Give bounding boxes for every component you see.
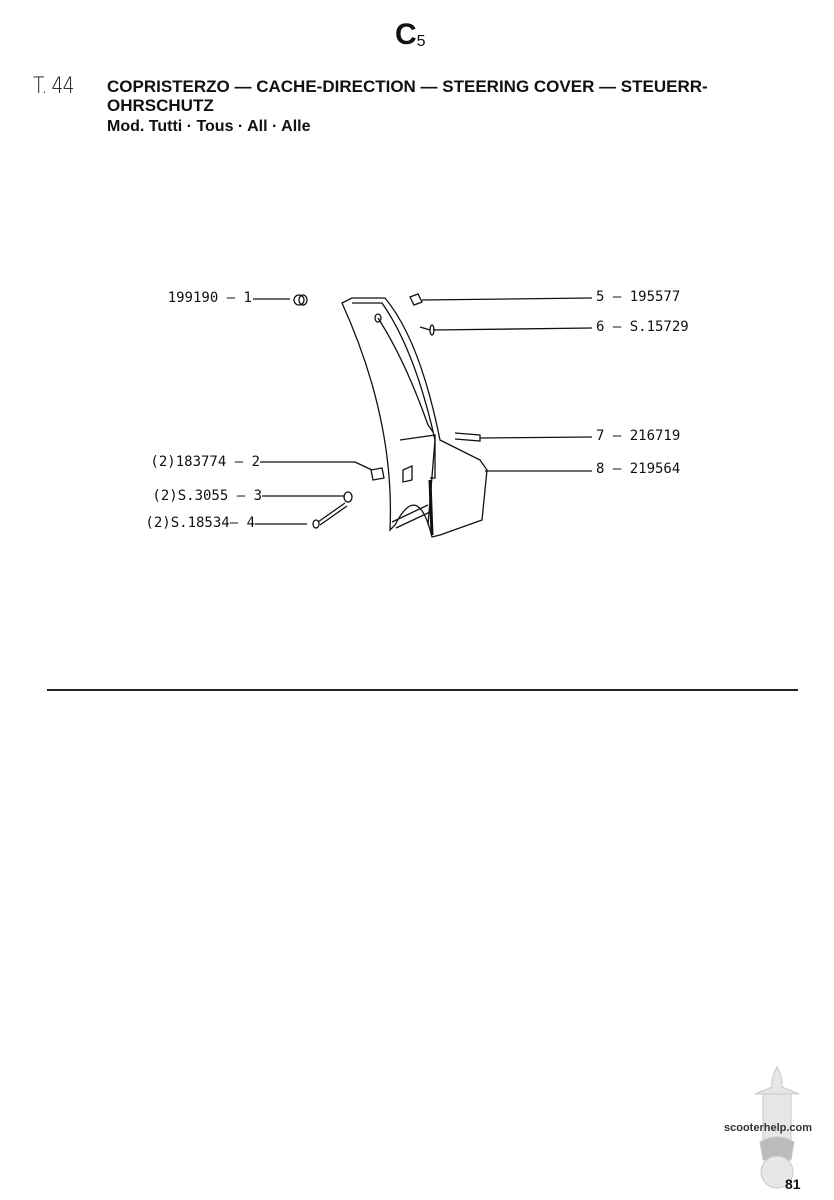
- part-label-7: 7 — 216719: [596, 428, 681, 444]
- clip-part-2: [370, 467, 385, 481]
- exploded-parts-diagram: [253, 293, 593, 538]
- steering-cover-part-8: [341, 297, 488, 538]
- part-label-8: 8 — 219564: [596, 461, 681, 477]
- page-title: COPRISTERZO — CACHE-DIRECTION — STEERING…: [107, 77, 708, 115]
- page-number: 81: [785, 1176, 801, 1192]
- horizontal-divider: [47, 689, 798, 691]
- part-label-2: (2)183774 — 2: [150, 454, 260, 470]
- rod-part-7: [454, 432, 481, 442]
- scooter-watermark-icon: [754, 1066, 800, 1189]
- leader-line-7: [479, 436, 593, 439]
- part-label-5: 5 — 195577: [596, 289, 681, 305]
- part-label-4: (2)S.18534— 4: [145, 515, 255, 531]
- part-label-1: 199190 — 1: [167, 290, 252, 306]
- grommet-part-1: [293, 294, 308, 306]
- screw-part-6: [419, 324, 435, 336]
- screw-part-4: [312, 502, 348, 529]
- model-applicability: Mod. Tutti · Tous · All · Alle: [107, 118, 311, 135]
- table-number: T. 44: [33, 74, 74, 99]
- leader-line-6: [432, 327, 593, 331]
- part-label-3: (2)S.3055 — 3: [152, 488, 262, 504]
- section-heading: C5: [395, 18, 426, 52]
- cap-part-5: [409, 293, 423, 306]
- leader-line-5: [421, 297, 593, 301]
- section-letter: C: [395, 18, 417, 51]
- section-number: 5: [416, 33, 426, 50]
- part-label-6: 6 — S.15729: [596, 319, 689, 335]
- watermark-text: scooterhelp.com: [724, 1122, 813, 1134]
- washer-part-3: [343, 491, 353, 503]
